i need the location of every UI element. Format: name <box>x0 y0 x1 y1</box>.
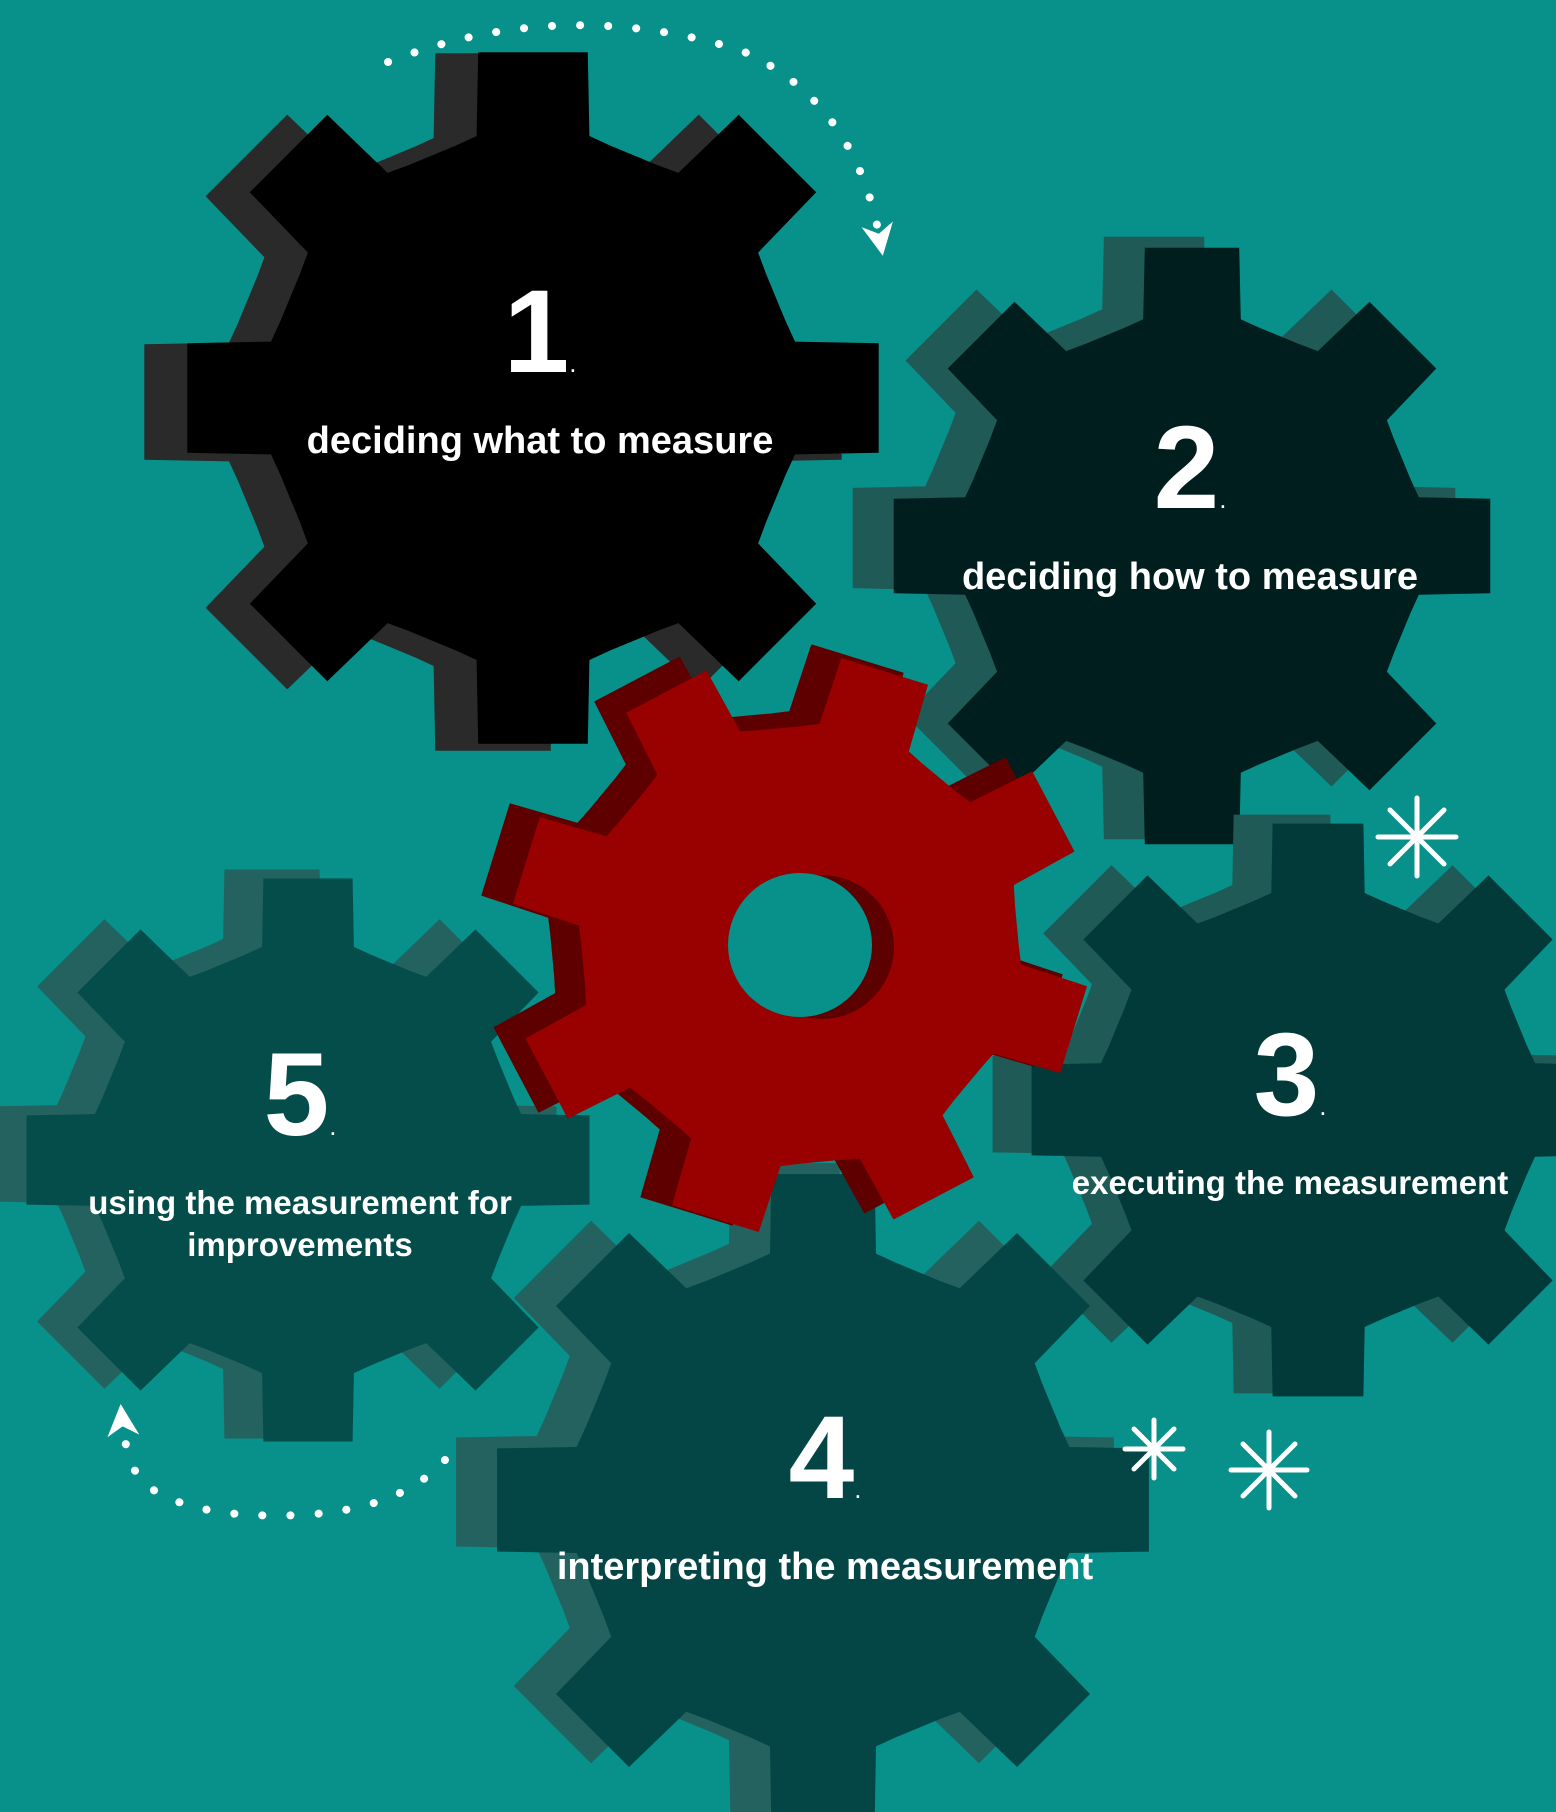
step-3-text: executing the measurement <box>1071 1164 1509 1201</box>
sparkle-icon <box>1375 795 1459 879</box>
step-2-number: 2. <box>1153 402 1227 534</box>
gear-step-3-face <box>1031 823 1556 1397</box>
cycle-arrow-bottom-icon <box>107 1404 449 1520</box>
gear-step-1 <box>144 52 879 751</box>
gear-step-4 <box>456 1163 1149 1812</box>
step-3-label: 3. executing the measurement <box>1040 1009 1540 1204</box>
step-5-label: 5. using the measurement for improvement… <box>75 1029 525 1266</box>
step-4-text: interpreting the measurement <box>556 1546 1094 1588</box>
gear-step-1-face <box>187 52 879 744</box>
gear-center <box>481 644 1087 1232</box>
gear-step-4-face <box>497 1174 1149 1812</box>
step-1-label: 1. deciding what to measure <box>250 266 830 463</box>
step-5-text: using the measurement for improvements <box>88 1184 512 1263</box>
step-1-text: deciding what to measure <box>306 420 774 462</box>
step-4-number: 4. <box>788 1392 862 1524</box>
gear-step-3 <box>992 814 1556 1397</box>
step-1-number: 1. <box>503 266 577 398</box>
step-3-number: 3. <box>1253 1009 1327 1141</box>
gear-hole <box>728 873 872 1017</box>
gear-step-2-face <box>893 247 1491 845</box>
step-2-text: deciding how to measure <box>961 556 1419 598</box>
gear-step-5 <box>0 869 590 1442</box>
step-4-label: 4. interpreting the measurement <box>525 1392 1125 1589</box>
step-2-label: 2. deciding how to measure <box>900 402 1480 599</box>
sparkle-icon <box>1228 1429 1310 1511</box>
sparkle-icon <box>1122 1417 1186 1481</box>
gear-step-5-face <box>26 878 590 1442</box>
gear-step-2 <box>852 236 1491 845</box>
step-5-number: 5. <box>263 1029 337 1161</box>
